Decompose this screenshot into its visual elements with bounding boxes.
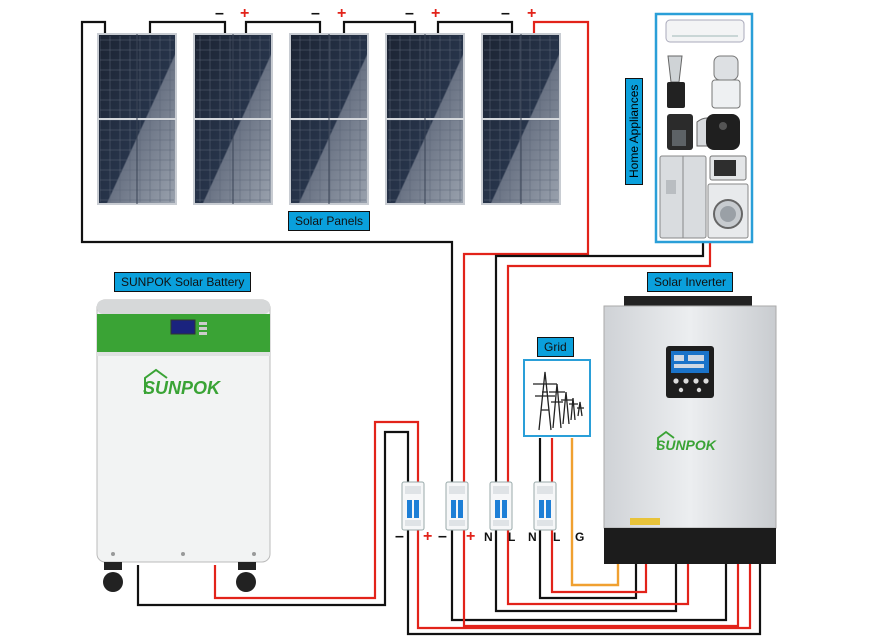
solar-panel-icon: [385, 33, 465, 205]
grid-box: [523, 359, 591, 437]
solar-battery-label: SUNPOK Solar Battery: [114, 272, 252, 292]
wires: [80, 20, 762, 636]
panel-5-plus: +: [527, 5, 537, 22]
breaker-terminal-grid-g: G: [575, 530, 585, 544]
battery-positive-wire: [213, 420, 420, 600]
blender-icon: [667, 55, 685, 108]
coffee-maker-icon: [667, 114, 693, 150]
battery-wheels: [103, 562, 256, 592]
pv-out-wire-pos: [462, 528, 740, 628]
breaker-terminal-battery-minus: –: [395, 528, 404, 545]
circuit-breaker-icon: [533, 481, 557, 531]
solar-panel-icon: [97, 33, 177, 205]
solar-panel-icon: [481, 33, 561, 205]
air-fryer-icon: [706, 114, 740, 150]
ac-in-wire-n: [538, 528, 638, 600]
breaker-terminal-load-n: N: [484, 530, 493, 544]
battery-logo: SUNPOK: [143, 378, 222, 398]
grid-wire-g: [570, 438, 620, 587]
breaker-terminal-grid-n: N: [528, 530, 537, 544]
microwave-icon: [709, 155, 747, 181]
ac-out-wire-n: [494, 528, 678, 613]
load-wire-n: [494, 242, 705, 484]
washing-machine-icon: [707, 183, 749, 239]
refrigerator-icon: [659, 155, 707, 239]
load-wire-l: [506, 242, 712, 484]
circuit-breaker-icon: [445, 481, 469, 531]
home-appliances-panel: [654, 12, 754, 244]
panel-2-plus: +: [240, 5, 250, 22]
panel-4-minus: –: [405, 5, 414, 22]
circuit-breaker-icon: [489, 481, 513, 531]
solar-panels-label: Solar Panels: [288, 211, 371, 231]
breaker-terminal-pv-plus: +: [466, 528, 476, 545]
battery-logo-house-icon: [144, 368, 168, 394]
ac-in-wire-l: [550, 528, 648, 594]
solar-panel-icon: [289, 33, 369, 205]
panel-series-wire-1: [148, 20, 227, 36]
batt-out-wire-neg: [406, 528, 762, 636]
panel-5-minus: –: [501, 5, 510, 22]
home-appliances-label: Home Appliances: [625, 77, 643, 185]
breaker-terminal-pv-minus: –: [438, 528, 447, 545]
power-tower-icon: [533, 371, 584, 431]
inverter-logo: SUNPOK: [656, 437, 717, 453]
inverter-logo-house-icon: [657, 430, 675, 450]
pv-positive-wire: [462, 20, 590, 484]
solar-panel-icon: [193, 33, 273, 205]
panel-series-wire-4: [436, 20, 514, 36]
battery-negative-wire: [136, 430, 410, 607]
panel-series-wire-3: [342, 20, 417, 36]
circuit-breakers: [401, 481, 557, 531]
panel-3-plus: +: [337, 5, 347, 22]
panel-series-wire-2: [244, 20, 322, 36]
pv-negative-wire: [80, 20, 454, 484]
panel-2-minus: –: [215, 5, 224, 22]
panel-3-minus: –: [311, 5, 320, 22]
pv-out-wire-neg: [450, 528, 728, 622]
panel-4-plus: +: [431, 5, 441, 22]
air-conditioner-icon: [665, 19, 745, 43]
food-processor-icon: [711, 55, 741, 109]
circuit-breaker-icon: [401, 481, 425, 531]
solar-inverter-label: Solar Inverter: [647, 272, 734, 292]
breaker-terminal-load-l: L: [508, 530, 516, 544]
solar-panels: [97, 33, 561, 205]
grid-label: Grid: [537, 337, 574, 357]
breaker-terminal-battery-plus: +: [423, 528, 433, 545]
inverter-icon: SUNPOK: [603, 296, 777, 564]
batt-out-wire-pos: [416, 528, 752, 630]
breaker-terminal-grid-l: L: [553, 530, 561, 544]
battery-icon: SUNPOK: [96, 299, 271, 592]
ac-out-wire-l: [506, 528, 690, 606]
